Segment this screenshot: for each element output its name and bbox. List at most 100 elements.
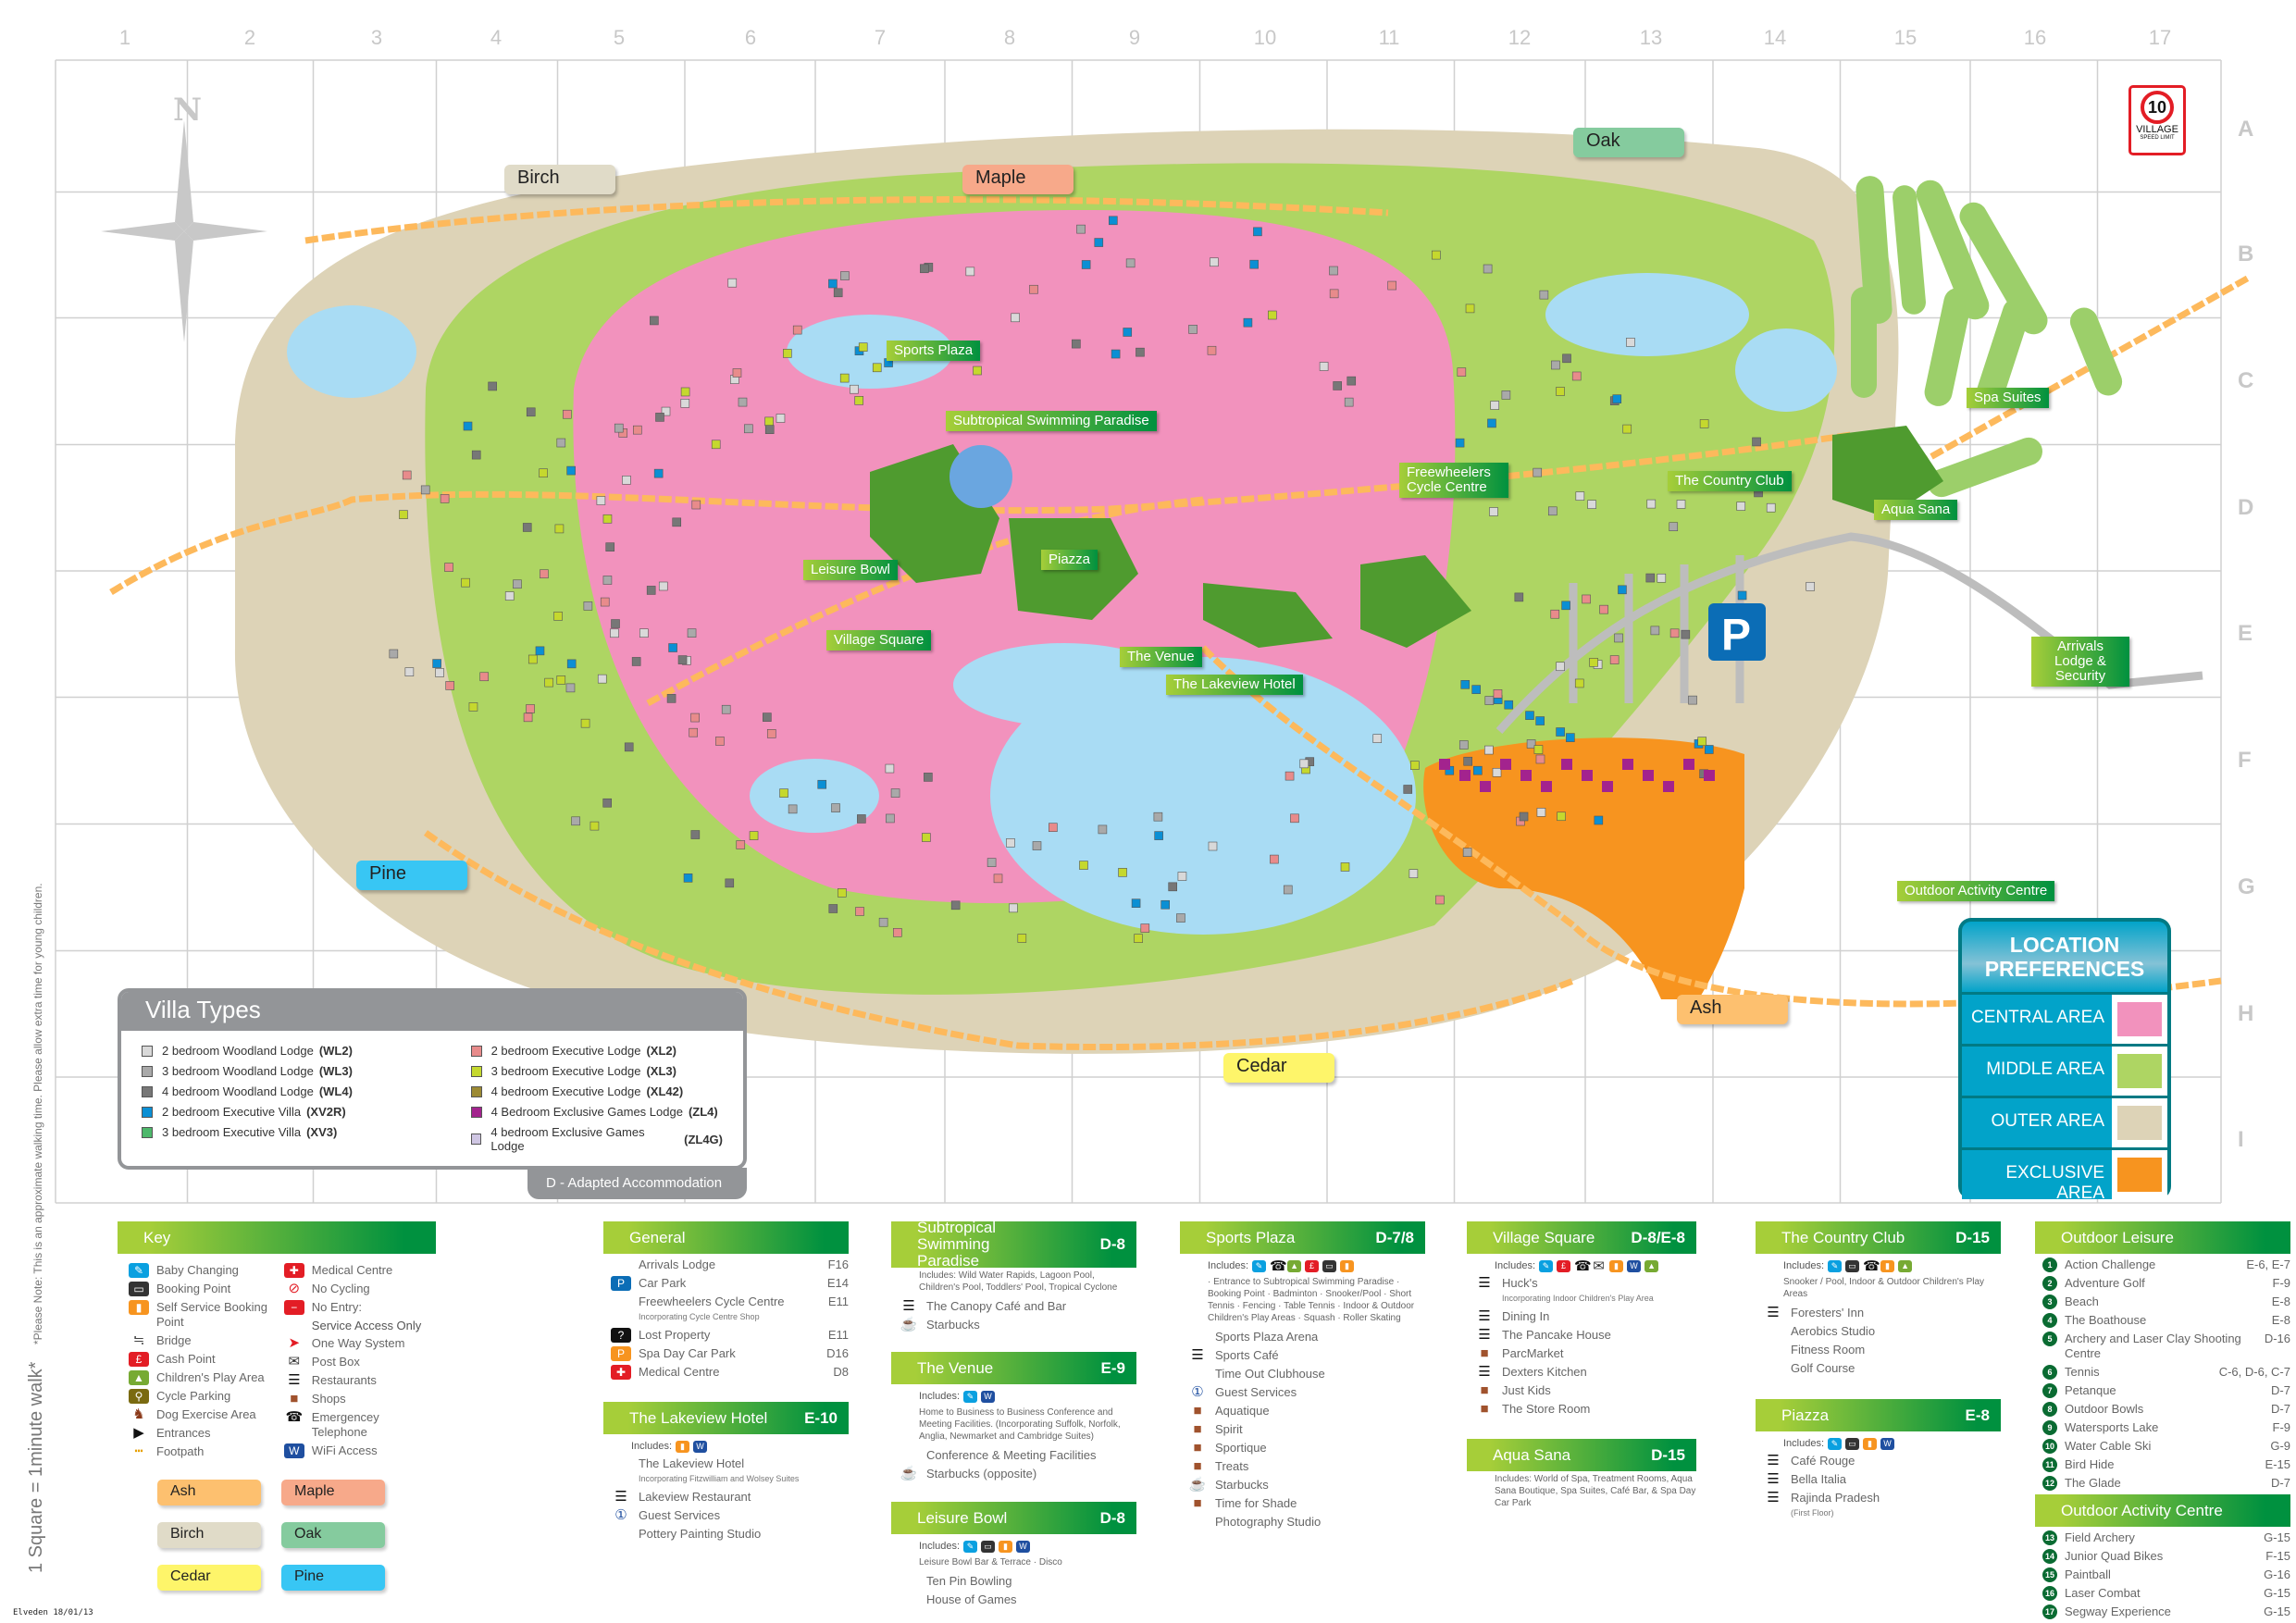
list-item[interactable]: Fitness Room: [1763, 1343, 2001, 1357]
area-chip-oak[interactable]: Oak: [281, 1522, 385, 1548]
list-item[interactable]: ☰Sports Café: [1187, 1348, 1425, 1363]
area-tag-maple[interactable]: Maple: [962, 165, 1074, 194]
includes-row: Includes:▮W: [631, 1440, 849, 1453]
area-tag-pine[interactable]: Pine: [356, 861, 467, 890]
list-item[interactable]: ☰Dining In: [1474, 1309, 1696, 1324]
list-item[interactable]: ■Spirit: [1187, 1422, 1425, 1437]
list-item[interactable]: ☰The Canopy Café and Bar: [899, 1299, 1136, 1314]
place-aqua-sana[interactable]: Aqua Sana: [1874, 500, 1958, 520]
area-chip-cedar[interactable]: Cedar: [157, 1565, 261, 1591]
play-icon: ▲: [129, 1370, 149, 1385]
list-item[interactable]: ☕Starbucks: [1187, 1478, 1425, 1493]
list-item[interactable]: ■ParcMarket: [1474, 1346, 1696, 1361]
place-village-square[interactable]: Village Square: [826, 630, 932, 650]
panel-header[interactable]: Outdoor Leisure: [2035, 1221, 2290, 1254]
place-outdoor-activity-centre[interactable]: Outdoor Activity Centre: [1897, 881, 2055, 901]
list-item[interactable]: ☰The Pancake House: [1474, 1328, 1696, 1343]
list-item[interactable]: ☰Dexters Kitchen: [1474, 1365, 1696, 1380]
restaurant-icon: ☰: [1767, 1490, 1780, 1505]
area-chip-maple[interactable]: Maple: [281, 1480, 385, 1505]
list-item[interactable]: ☰Rajinda Pradesh(First Floor): [1763, 1491, 2001, 1520]
area-tag-ash[interactable]: Ash: [1677, 995, 1788, 1024]
list-item[interactable]: ☕Starbucks (opposite): [899, 1467, 1136, 1481]
place-country-club[interactable]: The Country Club: [1668, 471, 1792, 491]
list-item[interactable]: Ten Pin Bowling: [899, 1574, 1136, 1589]
place-sports-plaza[interactable]: Sports Plaza: [887, 341, 981, 361]
list-item[interactable]: Aerobics Studio: [1763, 1324, 2001, 1339]
list-item[interactable]: ■The Store Room: [1474, 1402, 1696, 1417]
list-item[interactable]: Pottery Painting Studio: [611, 1527, 849, 1542]
list-item[interactable]: ☰Lakeview Restaurant: [611, 1490, 849, 1505]
list-item[interactable]: Conference & Meeting Facilities: [899, 1448, 1136, 1463]
place-leisure-bowl[interactable]: Leisure Bowl: [803, 560, 898, 580]
list-item[interactable]: ☰Café Rouge: [1763, 1454, 2001, 1468]
list-item[interactable]: ■Treats: [1187, 1459, 1425, 1474]
list-item[interactable]: Photography Studio: [1187, 1515, 1425, 1530]
panel-header[interactable]: Outdoor Activity Centre: [2035, 1494, 2290, 1527]
area-tag-cedar[interactable]: Cedar: [1223, 1053, 1334, 1083]
list-item[interactable]: ■Time for Shade: [1187, 1496, 1425, 1511]
place-subtropical-swimming-paradise[interactable]: Subtropical Swimming Paradise: [946, 411, 1157, 431]
list-item[interactable]: Time Out Clubhouse: [1187, 1367, 1425, 1381]
panel-header[interactable]: General: [603, 1221, 849, 1254]
villa-marker: [1118, 868, 1127, 877]
area-chip-birch[interactable]: Birch: [157, 1522, 261, 1548]
place-the-venue[interactable]: The Venue: [1120, 647, 1202, 667]
place-arrivals-lodge[interactable]: Arrivals Lodge & Security: [2031, 637, 2129, 687]
list-item[interactable]: Sports Plaza Arena: [1187, 1330, 1425, 1344]
list-item[interactable]: ☕Starbucks: [899, 1318, 1136, 1332]
list-item[interactable]: ■Just Kids: [1474, 1383, 1696, 1398]
area-chip-ash[interactable]: Ash: [157, 1480, 261, 1505]
area-chip-pine[interactable]: Pine: [281, 1565, 385, 1591]
list-item[interactable]: ☰Bella Italia: [1763, 1472, 2001, 1487]
place-piazza[interactable]: Piazza: [1041, 550, 1098, 570]
list-item[interactable]: ☰Foresters' Inn: [1763, 1306, 2001, 1320]
list-item[interactable]: House of Games: [899, 1592, 1136, 1607]
place-freewheelers[interactable]: Freewheelers Cycle Centre: [1399, 463, 1508, 498]
list-item[interactable]: ■Sportique: [1187, 1441, 1425, 1456]
place-lakeview-hotel[interactable]: The Lakeview Hotel: [1166, 675, 1303, 695]
area-tag-oak[interactable]: Oak: [1573, 128, 1684, 157]
list-item[interactable]: ■Aquatique: [1187, 1404, 1425, 1419]
list-item[interactable]: Golf Course: [1763, 1361, 2001, 1376]
area-tag-birch[interactable]: Birch: [504, 165, 615, 194]
place-spa-suites[interactable]: Spa Suites: [1967, 388, 2049, 408]
